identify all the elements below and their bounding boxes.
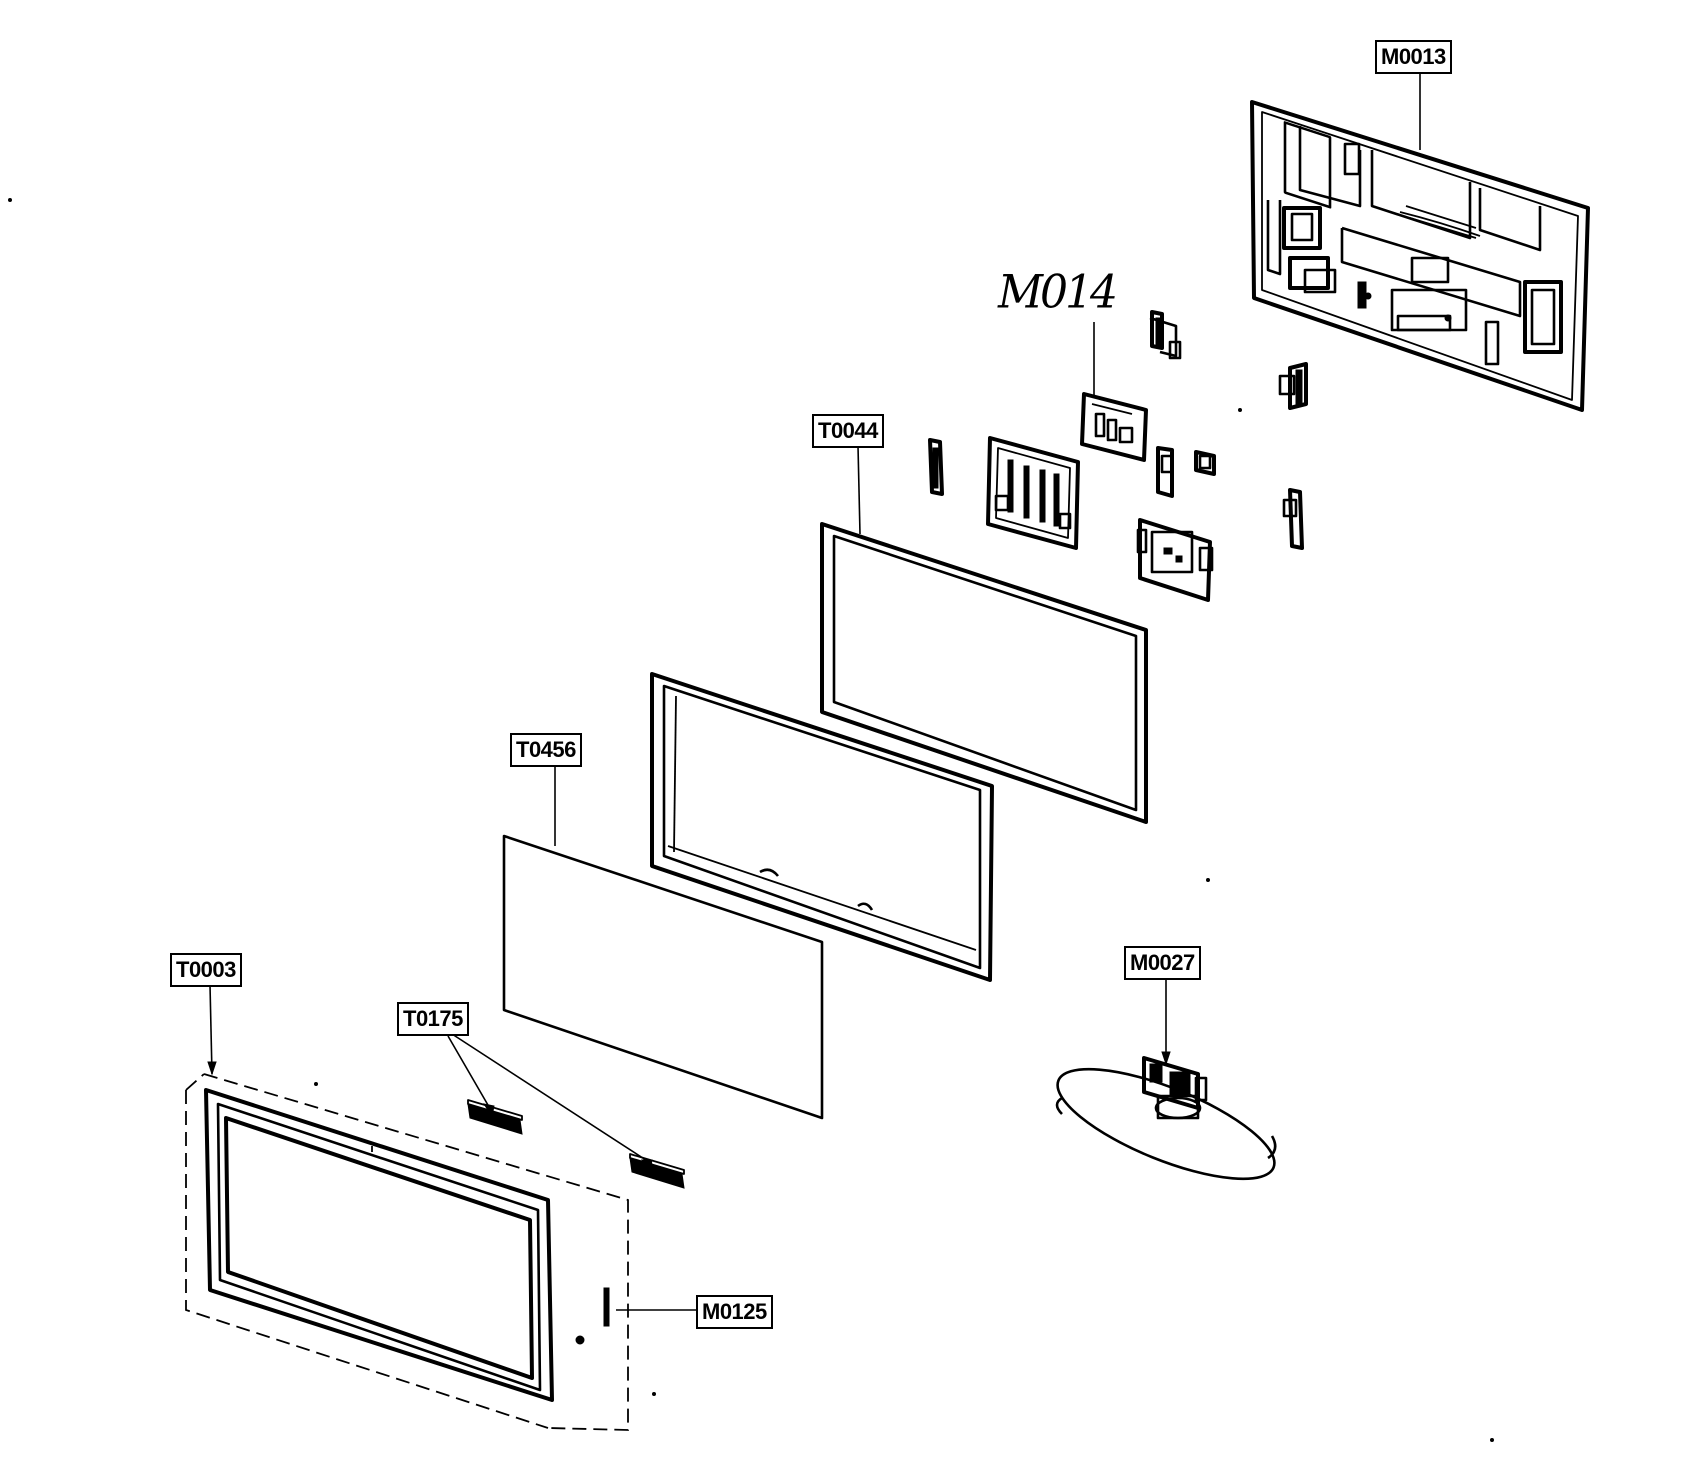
scan-specks [8,198,1494,1442]
label-t0175[interactable]: T0175 [397,1002,469,1036]
internal-brackets [928,310,1308,602]
label-m0125[interactable]: M0125 [696,1295,773,1329]
leader-lines [207,72,1421,1311]
stand [1055,1056,1277,1181]
front-bezel [185,1073,629,1431]
label-m014-handwritten[interactable]: M014 [998,265,1118,320]
speakers [467,1099,685,1189]
label-t0044[interactable]: T0044 [812,414,884,448]
label-t0456[interactable]: T0456 [510,733,582,767]
inner-frame [820,522,1148,824]
label-m0027[interactable]: M0027 [1124,946,1201,980]
glass-panel [502,834,824,1120]
middle-bezel [650,672,994,982]
label-m0013[interactable]: M0013 [1375,40,1452,74]
label-t0003[interactable]: T0003 [170,953,242,987]
rear-cover [1250,100,1590,412]
